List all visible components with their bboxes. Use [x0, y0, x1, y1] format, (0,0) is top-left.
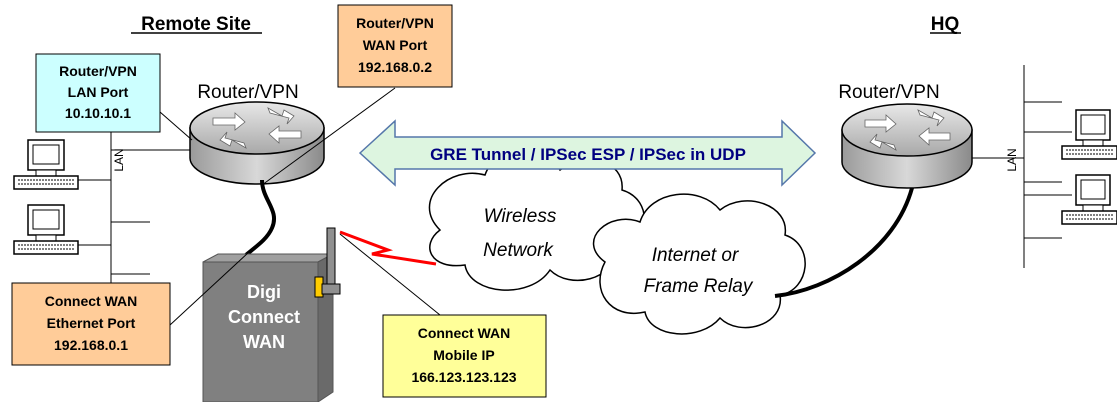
hq-wan-cable [774, 187, 914, 298]
hq-pc-1-icon [1061, 109, 1117, 160]
device-label-line-2: Connect [228, 307, 300, 327]
internet-cloud-label-1: Internet or [652, 245, 739, 266]
svg-text:Ethernet Port: Ethernet Port [47, 315, 136, 331]
callout-leaders [159, 87, 441, 326]
remote-pc-1-icon [13, 139, 79, 190]
hq-heading: HQ [931, 14, 960, 35]
remote-lan [65, 130, 192, 302]
tunnel-label: GRE Tunnel / IPSec ESP / IPSec in UDP [430, 145, 746, 164]
hq-pc-2-icon [1061, 174, 1117, 225]
internet-cloud-label-2: Frame Relay [644, 276, 754, 297]
wan-port-callout: Router/VPN WAN Port 192.168.0.2 [337, 4, 453, 88]
ethernet-cable [236, 179, 276, 264]
svg-text:192.168.0.2: 192.168.0.2 [358, 59, 432, 75]
remote-router-icon [189, 101, 325, 185]
wireless-cloud-label-1: Wireless [484, 206, 557, 227]
svg-text:Connect WAN: Connect WAN [418, 325, 511, 341]
wireless-cloud-label-2: Network [483, 240, 554, 261]
remote-router-label: Router/VPN [197, 82, 298, 103]
hq-lan [972, 65, 1072, 268]
svg-text:Router/VPN: Router/VPN [356, 15, 434, 31]
ethernet-port-callout: Connect WAN Ethernet Port 192.168.0.1 [11, 282, 171, 366]
tunnel-arrow [358, 119, 817, 187]
remote-site-heading: Remote Site [141, 14, 251, 35]
internet-frame-relay-cloud [592, 193, 806, 335]
device-antenna-icon [321, 227, 341, 295]
svg-text:10.10.10.1: 10.10.10.1 [65, 105, 131, 121]
hq-router-icon [841, 103, 973, 189]
hq-lan-label: LAN [1005, 148, 1019, 171]
svg-text:192.168.0.1: 192.168.0.1 [54, 337, 128, 353]
lan-port-callout: Router/VPN LAN Port 10.10.10.1 [35, 53, 161, 133]
svg-text:166.123.123.123: 166.123.123.123 [411, 369, 516, 385]
svg-text:Router/VPN: Router/VPN [59, 63, 137, 79]
device-label-line-1: Digi [247, 282, 281, 302]
svg-text:WAN Port: WAN Port [363, 37, 428, 53]
digi-connect-wan-device [202, 253, 334, 402]
remote-lan-label: LAN [112, 148, 126, 171]
mobile-ip-callout: Connect WAN Mobile IP 166.123.123.123 [382, 314, 547, 398]
device-label-line-3: WAN [243, 332, 285, 352]
svg-text:Mobile IP: Mobile IP [433, 347, 494, 363]
remote-pc-2-icon [13, 204, 79, 255]
svg-text:LAN Port: LAN Port [68, 84, 129, 100]
svg-text:Connect WAN: Connect WAN [45, 293, 138, 309]
wireless-link-icon [339, 230, 437, 266]
hq-router-label: Router/VPN [838, 82, 939, 103]
